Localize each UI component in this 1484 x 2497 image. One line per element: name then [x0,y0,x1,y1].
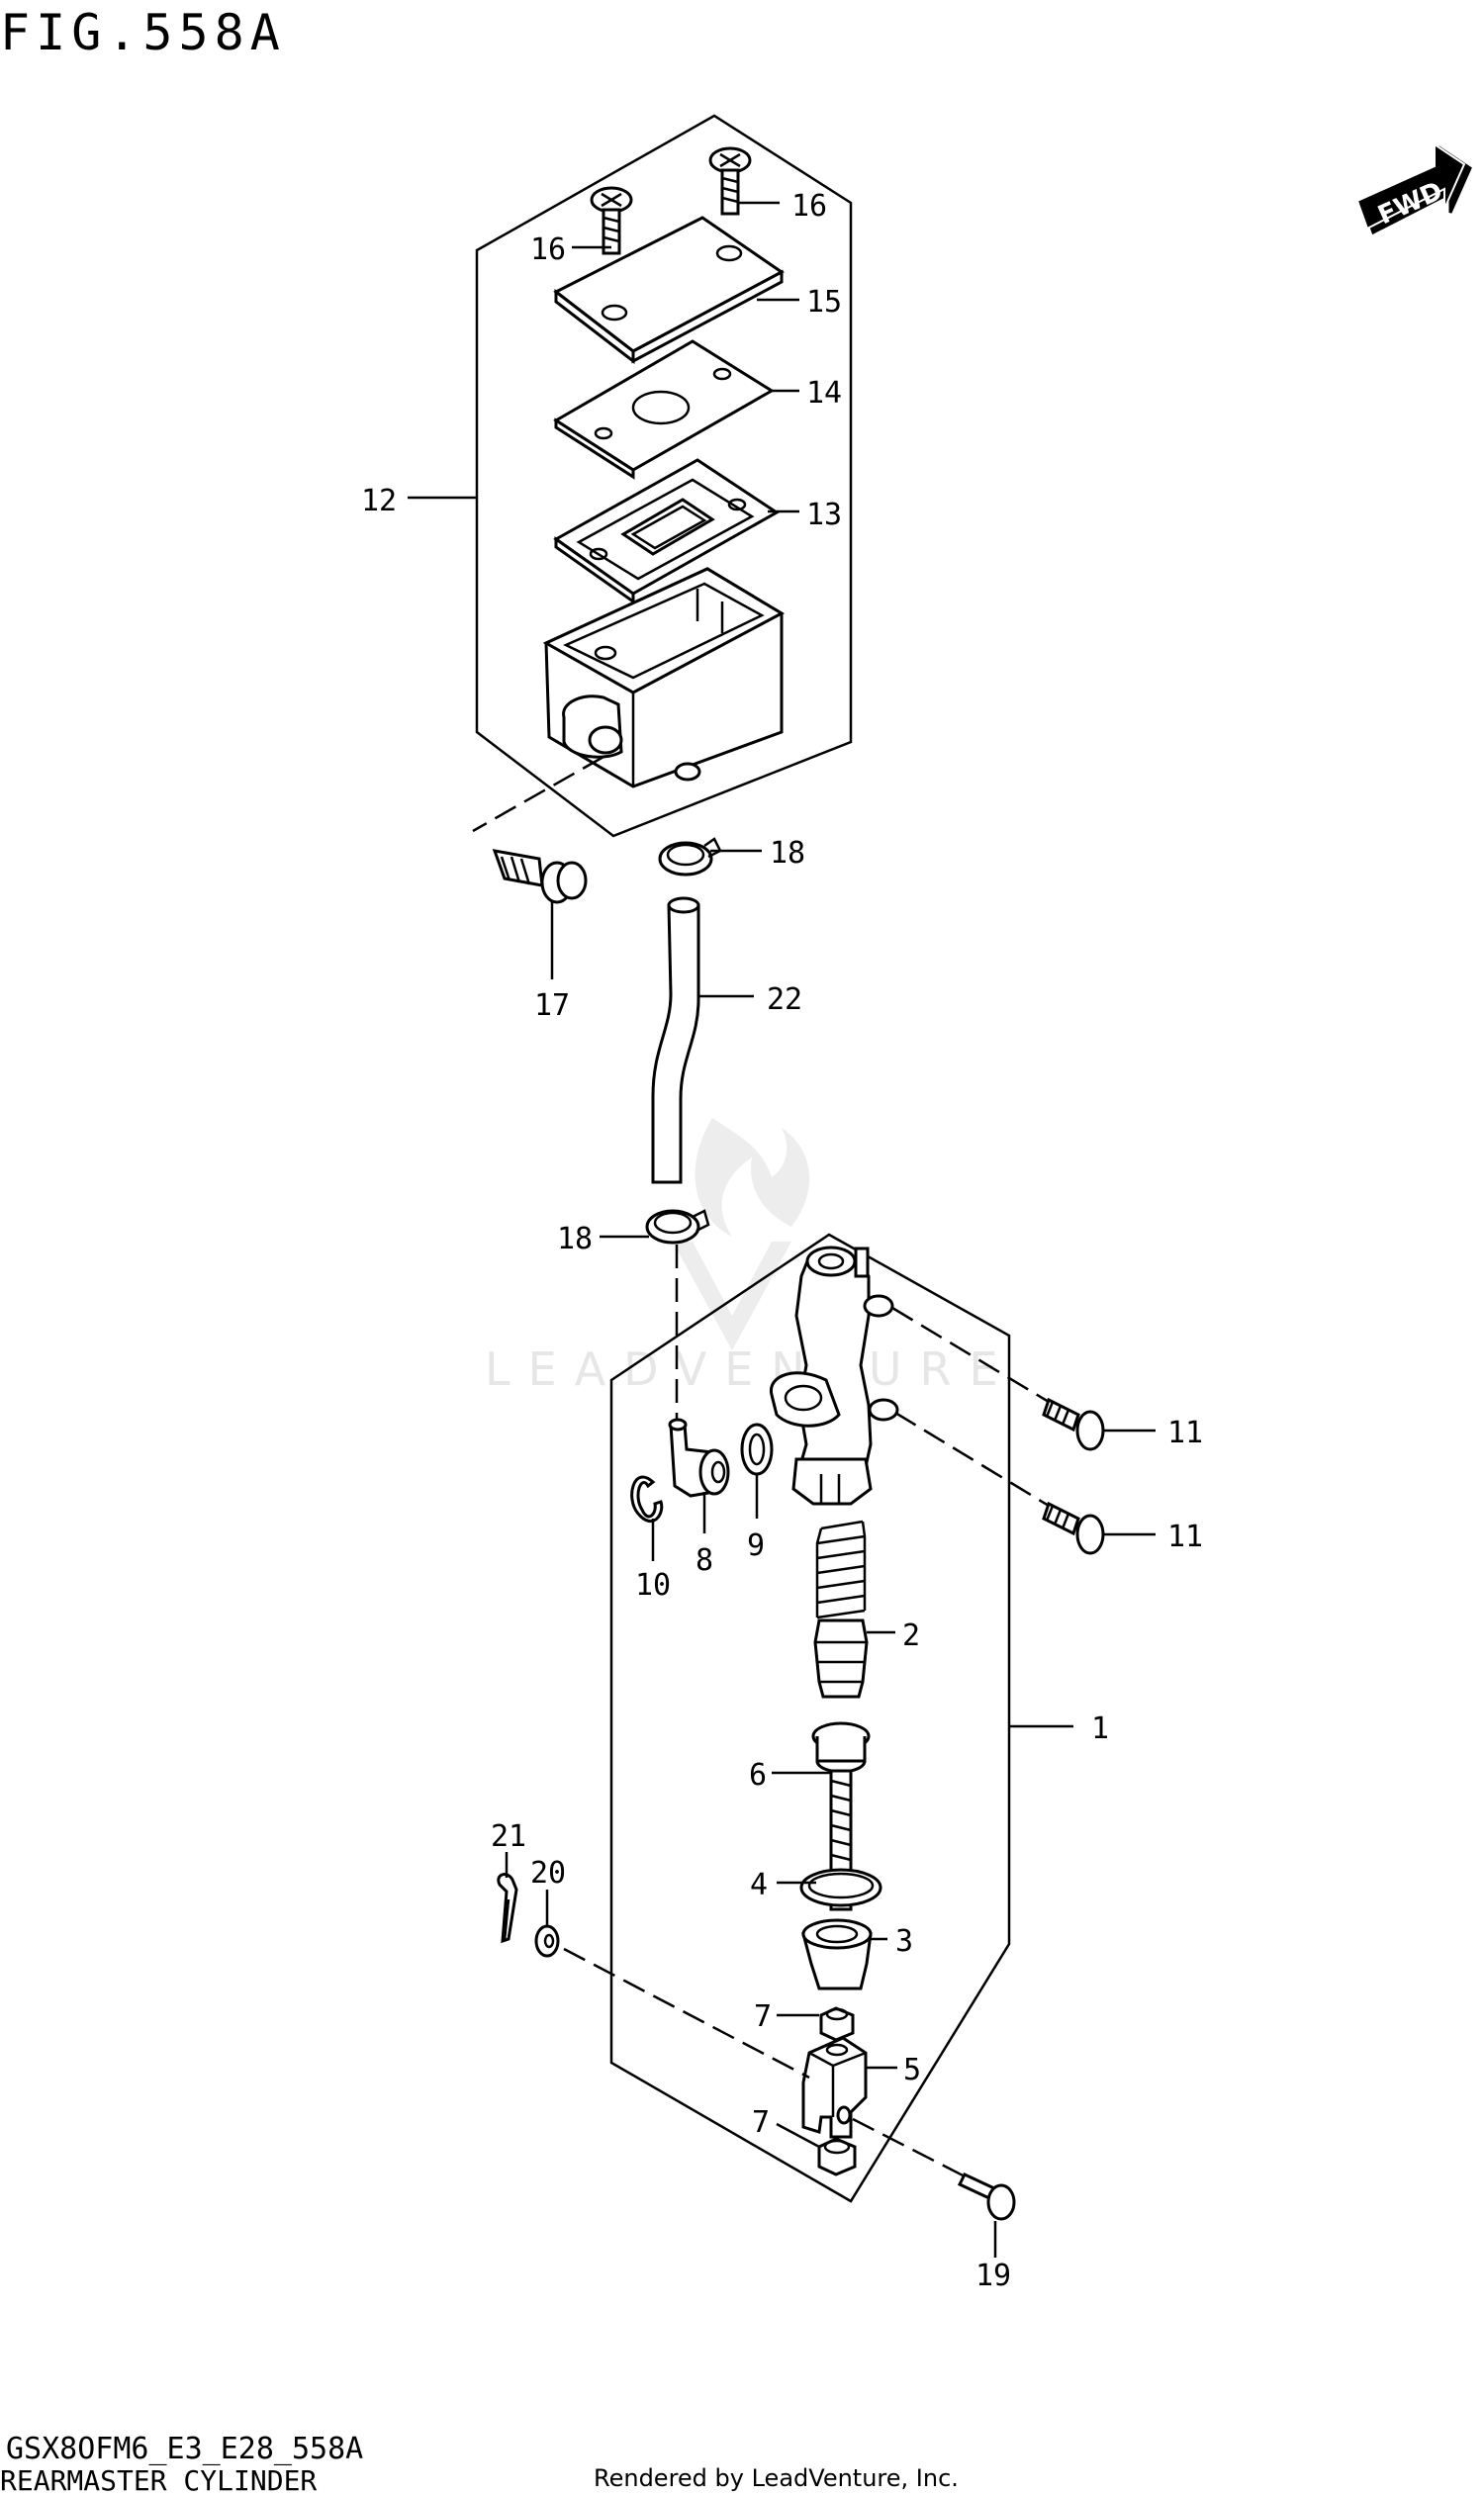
figure-subtitle: REARMASTER CYLINDER [0,2464,318,2497]
clevis-pin-dash [852,2117,975,2183]
screw-16-right [708,146,752,216]
callout-4: 4 [750,1868,768,1902]
reservoir-group-outline [475,114,853,838]
master-cylinder-body [770,1246,899,1506]
lock-nut-upper [819,2006,855,2042]
lock-nut-lower [817,2137,857,2176]
callout-11-upper: 11 [1167,1416,1203,1450]
diaphragm [553,458,780,604]
circlip [630,1475,664,1523]
callout-15: 15 [806,285,842,320]
callout-21: 21 [491,1819,526,1854]
callout-14: 14 [806,376,842,411]
callout-6: 6 [749,1758,767,1793]
callout-9: 9 [747,1528,765,1563]
clevis-pin [957,2173,1016,2221]
bolt11a-dash [891,1306,1055,1407]
washer [534,1924,560,1958]
callout-3: 3 [895,1924,913,1959]
figure-code: GSX8OFM6_E3_E28_558A [6,2432,364,2466]
union-bolt [492,849,588,904]
washer-clevis-dash [563,1947,810,2080]
callout-16-left: 16 [530,232,566,267]
callout-7-upper: 7 [754,1999,772,2034]
callout-20: 20 [530,1856,566,1891]
rod-circlip [799,1868,882,1907]
callout-16-right: 16 [791,189,827,224]
callout-22: 22 [767,982,802,1017]
o-ring [740,1423,774,1476]
figure-title: FIG.558A [0,4,286,61]
reservoir-hose [651,896,700,1184]
push-rod [811,1721,871,1911]
callout-5: 5 [903,2053,921,2087]
callout-19: 19 [975,2259,1011,2293]
callout-labels: 16 16 15 14 12 13 18 17 22 18 11 11 10 8… [361,189,1203,2293]
callout-12: 12 [361,484,397,518]
callout-13: 13 [806,498,842,532]
screw-16-left [590,186,633,255]
rendered-by-credit: Rendered by LeadVenture, Inc. [594,2464,959,2492]
callout-11-lower: 11 [1167,1520,1203,1554]
dust-boot [801,1918,873,1990]
master-cylinder-group-outline [609,1233,1011,2203]
mounting-bolt-upper [1042,1397,1105,1451]
watermark-text: LEADVENTURE [485,1342,1016,1396]
fwd-arrow-icon: FWD [1355,142,1472,235]
cotter-pin [497,1873,518,1944]
bolt11b-dash [894,1411,1055,1511]
piston-spring-assembly [813,1520,869,1699]
callout-18-top: 18 [770,836,805,871]
hose-clamp-top [658,837,722,877]
mounting-bolt-lower [1042,1501,1105,1555]
callout-17: 17 [534,988,570,1023]
callout-7-lower: 7 [752,2105,770,2140]
callout-10: 10 [635,1568,671,1603]
reservoir-bolt-dash [472,755,604,833]
hose-fitting [668,1418,730,1498]
reservoir-body [542,567,786,788]
reservoir-cap [553,216,785,365]
callout-8: 8 [696,1543,713,1578]
callout-18-bottom: 18 [557,1222,593,1256]
callout-1: 1 [1091,1711,1109,1746]
diaphragm-plate [553,339,775,480]
clevis [801,2036,868,2139]
callout-2: 2 [902,1618,920,1653]
hose-clamp-bottom [645,1209,710,1245]
leader-lines [408,201,1156,2258]
watermark: LEADVENTURE [485,1118,1016,1396]
